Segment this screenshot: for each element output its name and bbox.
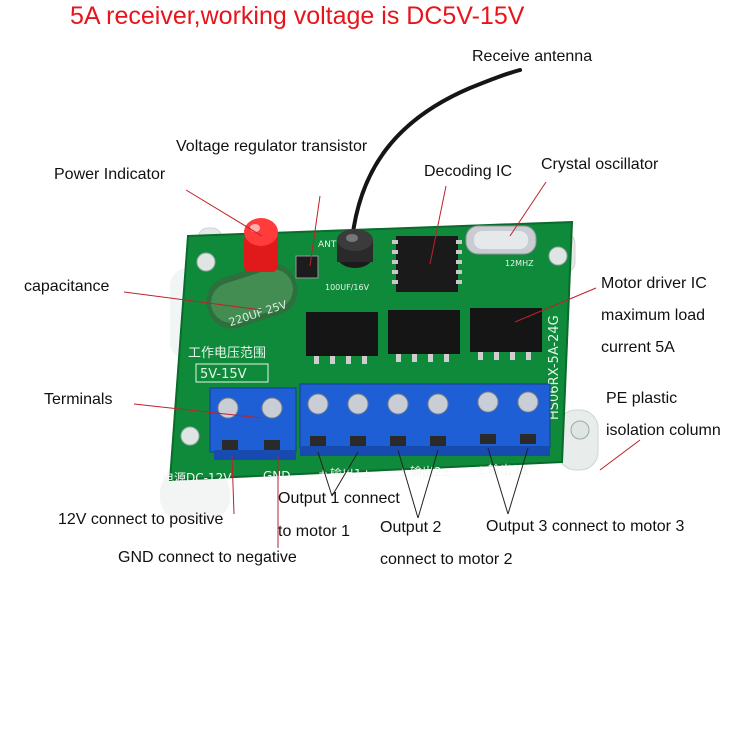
crystal-oscillator: 12MHZ xyxy=(465,225,537,268)
terminal-label-dc: 电源DC-12V xyxy=(162,471,232,485)
label-output-1-line1: Output 1 connect xyxy=(278,490,400,507)
label-12v-positive: 12V connect to positive xyxy=(58,511,224,528)
power-led xyxy=(244,218,278,272)
label-maximum-load: maximum load xyxy=(601,307,706,324)
mount-hole xyxy=(196,252,216,272)
label-crystal-oscillator: Crystal oscillator xyxy=(541,156,659,173)
label-voltage-regulator: Voltage regulator transistor xyxy=(176,138,368,155)
terminal-label-out1a: ± xyxy=(318,467,328,481)
terminal-label-out3b: 输出3± xyxy=(488,462,530,477)
label-output-3: Output 3 connect to motor 3 xyxy=(486,518,685,535)
antenna-wire xyxy=(350,68,522,242)
label-power-indicator: Power Indicator xyxy=(54,166,166,183)
ant-mark: ANT xyxy=(318,240,337,250)
label-gnd-negative: GND connect to negative xyxy=(118,549,297,566)
board-range-label: 5V-15V xyxy=(200,367,247,382)
label-output-2-line1: Output 2 xyxy=(380,519,442,536)
terminal-label-out2b: 输出2± xyxy=(410,464,452,479)
capacitor-small-text: 100UF/16V xyxy=(325,283,370,292)
terminal-label-gnd: GND xyxy=(263,469,291,483)
label-receive-antenna: Receive antenna xyxy=(472,48,593,65)
regulator-chip xyxy=(295,255,319,279)
label-isolation-column: isolation column xyxy=(606,422,721,439)
crystal-mark: 12MHZ xyxy=(505,259,534,268)
motor-driver-ic xyxy=(306,308,542,364)
label-current-5a: current 5A xyxy=(601,339,675,356)
capacitor-small: 100UF/16V xyxy=(325,229,373,292)
terminal-label-out1b: 输出1± xyxy=(330,466,372,481)
label-terminals: Terminals xyxy=(44,391,113,408)
page-title: 5A receiver,working voltage is DC5V-15V xyxy=(70,2,525,30)
terminal-label-out2a: ± xyxy=(398,465,408,479)
mount-hole xyxy=(180,426,200,446)
label-output-1-line2: to motor 1 xyxy=(278,523,351,540)
mount-hole xyxy=(570,420,590,440)
terminal-label-out3a: ± xyxy=(476,463,486,477)
label-output-2-line2: connect to motor 2 xyxy=(380,551,513,568)
board-model-label: HS06RX-5A-24G xyxy=(547,315,562,420)
label-capacitance: capacitance xyxy=(24,278,110,295)
mount-hole xyxy=(548,246,568,266)
label-motor-driver-ic: Motor driver IC xyxy=(601,275,707,292)
board-cn-label: 工作电压范围 xyxy=(188,346,266,361)
terminal-block xyxy=(209,383,551,460)
output-leaders xyxy=(317,447,529,519)
decoding-ic xyxy=(392,236,462,292)
label-decoding-ic: Decoding IC xyxy=(424,163,513,180)
leader-lines xyxy=(123,181,641,548)
label-pe-plastic: PE plastic xyxy=(606,390,678,407)
